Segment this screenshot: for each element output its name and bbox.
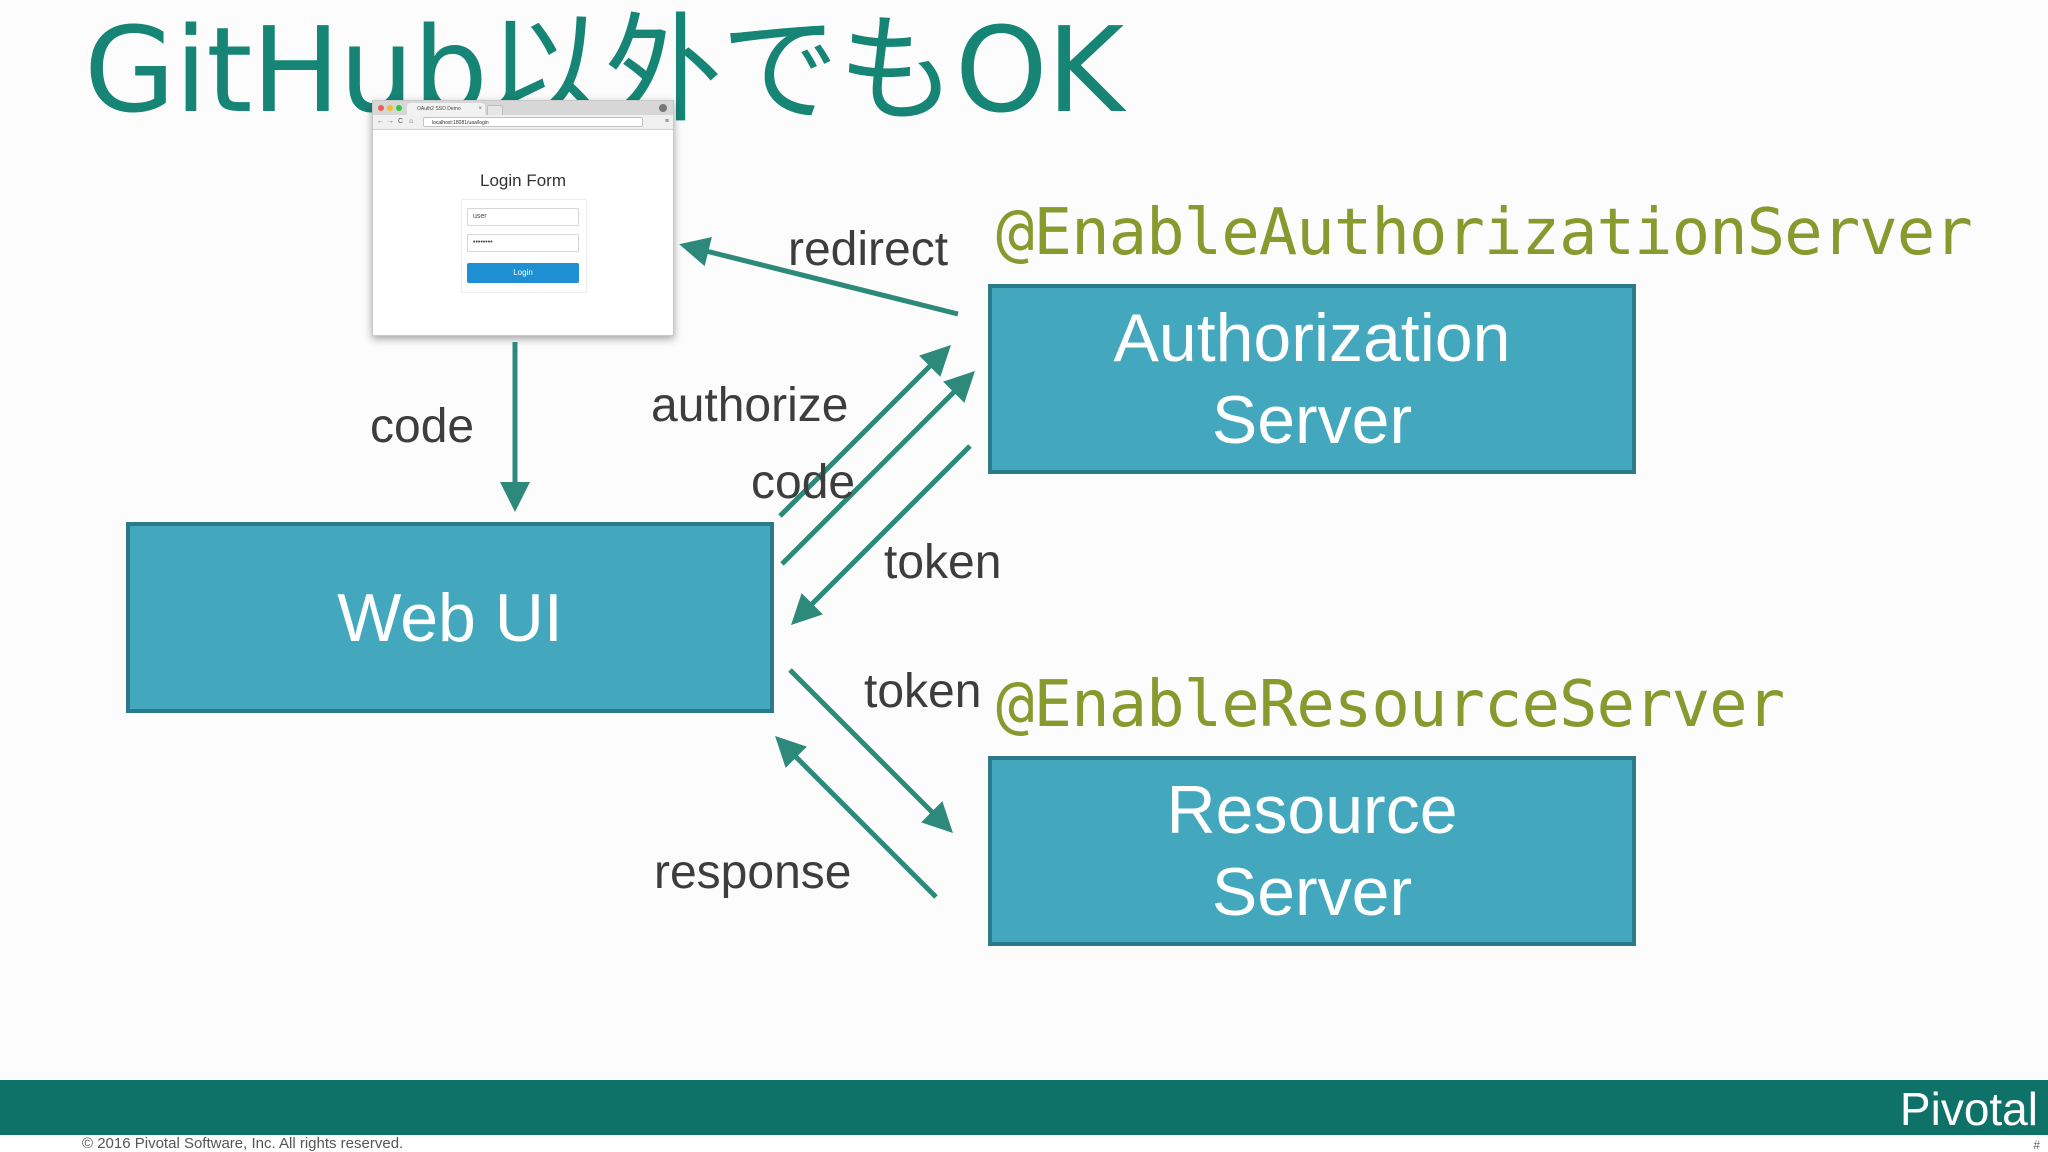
web-ui-box: Web UI <box>126 522 774 713</box>
redirect-label: redirect <box>788 223 949 276</box>
authorize-label: authorize <box>651 379 849 432</box>
authorization-server-box: Authorization Server <box>988 284 1636 474</box>
menu-icon: ≡ <box>664 118 669 125</box>
resource-server-label: Resource Server <box>1166 772 1458 930</box>
token-label-return: token <box>884 536 1002 589</box>
window-minimize-dot <box>387 105 393 111</box>
profile-icon <box>659 104 667 112</box>
web-ui-label: Web UI <box>337 579 563 656</box>
pivotal-logo: Pivotal <box>1899 1083 2038 1135</box>
footer-bar <box>0 1080 2048 1135</box>
authorize-arrow <box>778 345 951 518</box>
redirect-arrow <box>679 237 959 317</box>
token-to-resource-arrow <box>788 668 953 833</box>
login-form-title: Login Form <box>480 171 566 190</box>
response-label: response <box>654 846 852 899</box>
page-number: # <box>2033 1138 2040 1152</box>
browser-tab-bar: OAuth2 SSO Demo × <box>373 101 673 116</box>
enable-resource-server-annotation: @EnableResourceServer <box>996 668 1785 742</box>
browser-login-screenshot: OAuth2 SSO Demo × ← → C ⌂ localhost:1808… <box>372 100 674 336</box>
response-arrow <box>775 736 938 899</box>
login-button: Login <box>467 263 579 283</box>
address-bar: localhost:18081/uaa/login <box>423 117 643 127</box>
token-label-send: token <box>864 665 982 718</box>
window-close-dot <box>378 105 384 111</box>
browser-toolbar: ← → C ⌂ localhost:18081/uaa/login ≡ <box>373 115 673 130</box>
home-icon: ⌂ <box>409 118 414 125</box>
resource-server-box: Resource Server <box>988 756 1636 946</box>
code-label-right: code <box>751 456 856 509</box>
enable-authorization-server-annotation: @EnableAuthorizationServer <box>996 196 1973 270</box>
login-form: user •••••••• Login <box>461 199 587 293</box>
token-return-arrow <box>791 444 972 625</box>
browser-tab-title: OAuth2 SSO Demo <box>417 106 461 112</box>
authorization-server-label: Authorization Server <box>1113 300 1511 458</box>
username-field: user <box>467 208 579 226</box>
reload-icon: C <box>398 118 404 125</box>
forward-icon: → <box>387 118 394 125</box>
code-label-left: code <box>370 400 475 453</box>
back-icon: ← <box>377 118 384 125</box>
code-to-auth-server-arrow <box>780 371 975 566</box>
copyright-notice: © 2016 Pivotal Software, Inc. All rights… <box>82 1135 404 1152</box>
tab-close-icon: × <box>478 106 482 112</box>
password-field: •••••••• <box>467 234 579 252</box>
browser-tab: OAuth2 SSO Demo × <box>407 103 485 115</box>
window-zoom-dot <box>396 105 402 111</box>
